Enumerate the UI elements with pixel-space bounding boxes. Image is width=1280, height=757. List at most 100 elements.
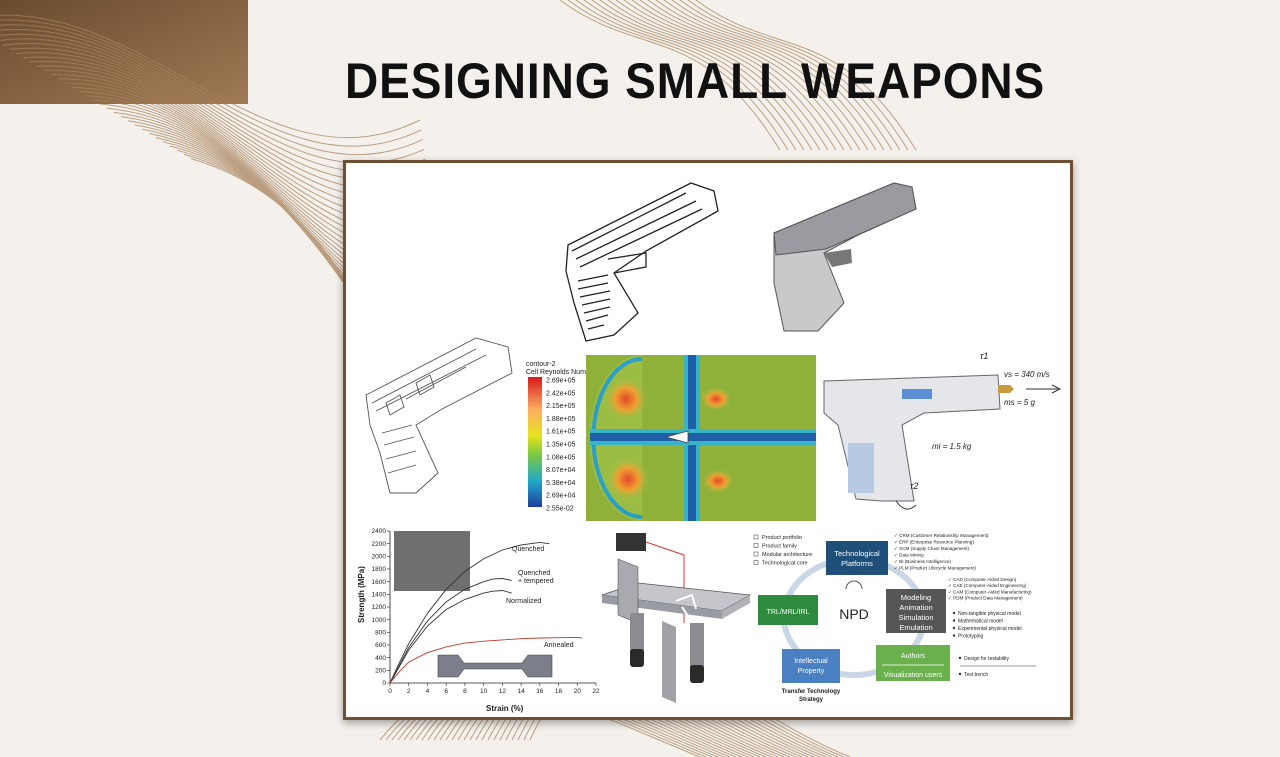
authors-box xyxy=(876,645,950,681)
bullet-icon xyxy=(952,611,956,615)
chart-xlabel: Strain (%) xyxy=(486,704,524,713)
x-tick-label: 16 xyxy=(536,688,544,695)
colorbar-label: 1.88e+05 xyxy=(546,416,575,423)
npd-cad-item: ✓ CAD (Computer-Aided Design) xyxy=(948,577,1017,582)
transfer-line-1: Transfer Technology xyxy=(782,689,841,695)
chart-ylabel: Strength (MPa) xyxy=(357,566,366,623)
technological-platforms-box xyxy=(826,541,888,575)
viz-label: Visualization users xyxy=(884,672,943,679)
wave-line xyxy=(631,0,853,151)
npd-platform-item: ✓ Data Mining xyxy=(894,553,924,558)
y-tick-label: 1400 xyxy=(372,592,387,599)
npd-model-item: Prototyping xyxy=(958,634,984,640)
npd-left-item: Product portfolio xyxy=(762,535,802,541)
colorbar-label: 8.07e+04 xyxy=(546,467,575,474)
colorbar xyxy=(528,377,542,507)
npd-left-item: Product family xyxy=(762,544,797,550)
colorbar-label: 5.38e+04 xyxy=(546,480,575,487)
y-tick-label: 0 xyxy=(382,680,386,687)
wave-line xyxy=(695,0,917,151)
series-line xyxy=(389,590,512,684)
wave-line xyxy=(679,0,901,151)
contour-legend-title: contour-2 xyxy=(526,361,556,368)
wave-line xyxy=(567,0,789,151)
npd-modeling-item: Emulation xyxy=(899,623,932,632)
wave-line xyxy=(639,0,861,151)
wave-line xyxy=(591,0,813,151)
series-line xyxy=(389,578,512,684)
pistol-solid-model xyxy=(773,182,917,332)
tau1-label: τ1 xyxy=(980,351,988,361)
pistol-mass-label: mi = 1.5 kg xyxy=(932,442,972,451)
npd-bench-item: Test bench xyxy=(964,672,988,678)
modeling-box xyxy=(886,589,946,633)
npd-left-item: Technological core xyxy=(762,561,808,567)
wave-line xyxy=(687,0,909,151)
bullet-icon xyxy=(958,672,962,676)
y-tick-label: 400 xyxy=(375,655,386,662)
y-tick-label: 1800 xyxy=(372,566,387,573)
wave-line xyxy=(559,0,781,151)
npd-modeling-item: Simulation xyxy=(898,613,933,622)
label-normalized: Normalized xyxy=(506,598,542,605)
test-bench-drawing xyxy=(601,533,752,703)
velocity-label: vs = 340 m/s xyxy=(1004,370,1050,379)
authors-label: Authors xyxy=(901,653,926,660)
npd-cad-item: ✓ PDM (Product Data Management) xyxy=(948,596,1023,601)
x-tick-label: 12 xyxy=(499,688,507,695)
npd-model-item: Experimental physical model xyxy=(958,626,1022,632)
checkbox-icon xyxy=(753,543,759,548)
y-tick-label: 1000 xyxy=(372,617,387,624)
npd-left-item: Modular architecture xyxy=(762,552,812,558)
pistol-physics-diagram: τ1 vs = 340 m/s ms = 5 g mi = 1.5 kg τ2 xyxy=(823,351,1062,510)
npd-platform-item: ✓ CRM (Customer Relationship Management) xyxy=(894,533,989,538)
series-line xyxy=(389,636,583,684)
wave-line xyxy=(671,0,893,151)
pistol-wireframe-drawing xyxy=(565,182,719,342)
checkbox-icon xyxy=(753,551,759,557)
x-tick-label: 4 xyxy=(426,688,430,695)
tech-platforms-line-2: Platforms xyxy=(841,559,873,568)
tau2-label: τ2 xyxy=(910,481,918,491)
npd-cad-list: ✓ CAD (Computer-Aided Design)✓ CAE (Comp… xyxy=(948,577,1032,601)
pistol-transparent-view xyxy=(365,337,513,494)
x-tick-label: 6 xyxy=(444,688,448,695)
bullet-icon xyxy=(952,619,956,622)
intellectual-property-box xyxy=(782,649,840,683)
y-tick-label: 2000 xyxy=(372,554,387,561)
wave-line xyxy=(623,0,845,151)
trl-label: TRL/MRL/IRL xyxy=(767,609,810,616)
wave-line xyxy=(583,0,805,151)
colorbar-label: 2.69e+04 xyxy=(546,493,575,500)
y-tick-label: 2200 xyxy=(372,541,387,548)
npd-center-label: NPD xyxy=(839,606,869,622)
npd-platform-item: ✓ ERP (Enterprise Resource Planning) xyxy=(894,540,974,545)
contour-legend-subtitle: Cell Reynolds Number xyxy=(526,369,597,376)
x-tick-label: 2 xyxy=(407,688,411,695)
npd-platform-list: ✓ CRM (Customer Relationship Management)… xyxy=(894,533,989,571)
contour-plot: contour-2 Cell Reynolds Number 2.69e+052… xyxy=(526,355,816,521)
label-annealed: Annealed xyxy=(544,642,574,649)
trl-box xyxy=(758,595,818,625)
npd-platform-item: ✓ BI (Business Intelligence) xyxy=(894,559,951,564)
tensile-specimen xyxy=(437,654,553,678)
npd-platform-item: ✓ PLM (Product Lifecycle Management) xyxy=(894,566,976,571)
colorbar-labels: 2.69e+052.42e+052.15e+051.88e+051.61e+05… xyxy=(546,378,575,513)
y-tick-label: 1200 xyxy=(372,604,387,611)
wave-line xyxy=(607,0,829,151)
bullet-icon xyxy=(952,634,956,637)
label-quenched: Quenched xyxy=(512,546,544,553)
wave-line xyxy=(575,0,797,151)
colorbar-label: 1.35e+05 xyxy=(546,442,575,449)
npd-model-item: Non-tangible physical model xyxy=(958,611,1021,617)
y-tick-label: 1600 xyxy=(372,579,387,586)
label-tempered-1: Quenched xyxy=(518,570,550,577)
colorbar-label: 2.69e+05 xyxy=(546,378,575,385)
x-tick-label: 0 xyxy=(388,688,392,695)
ip-line-1: Intellectual xyxy=(794,658,828,665)
transfer-line-2: Strategy xyxy=(799,697,824,703)
